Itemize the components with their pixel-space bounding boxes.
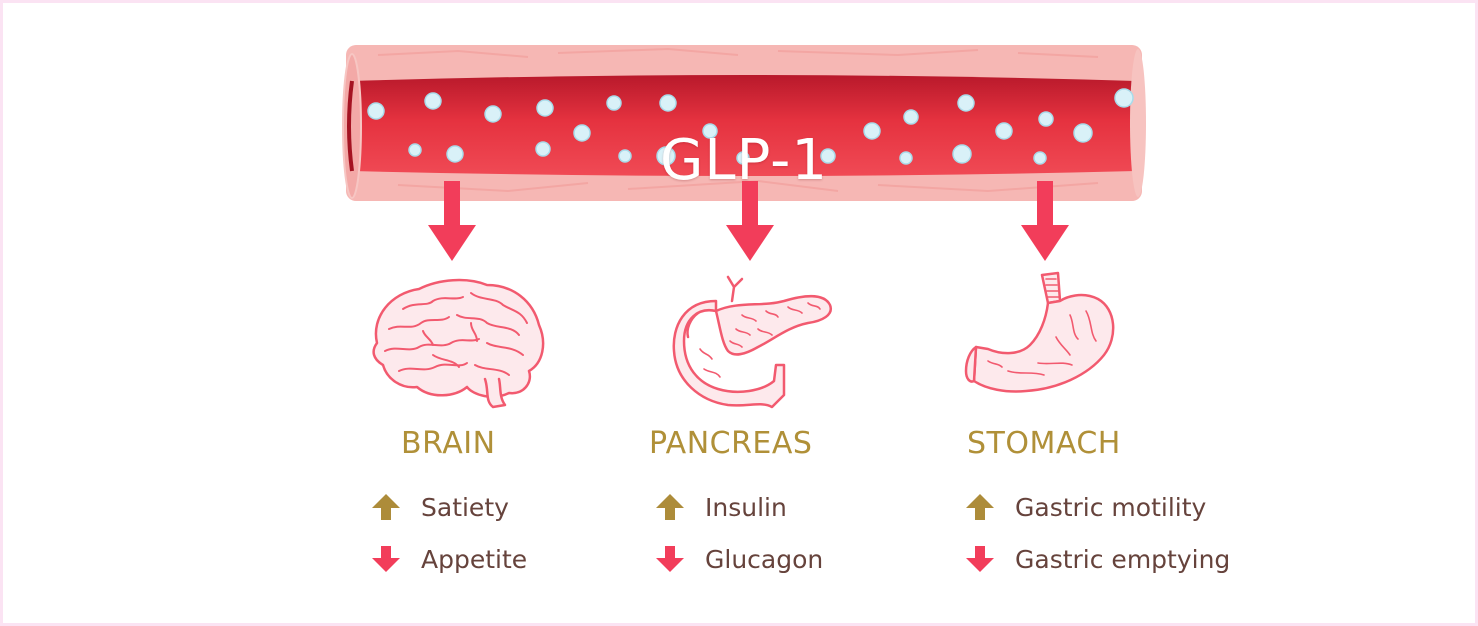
up-arrow-icon <box>966 494 994 520</box>
down-arrow-icon <box>656 546 684 572</box>
effect-label: Gastric motility <box>1015 492 1207 522</box>
organ-name-pancreas: PANCREAS <box>649 426 813 461</box>
up-arrow-icon <box>656 494 684 520</box>
blood-vessel: GLP-1 <box>338 41 1150 206</box>
effect-label: Gastric emptying <box>1015 544 1231 574</box>
vessel-left-opening <box>342 53 362 199</box>
organ-name-brain: BRAIN <box>401 426 496 461</box>
organ-name-stomach: STOMACH <box>967 426 1121 461</box>
effect-row-insulin: Insulin <box>655 489 787 525</box>
effect-label: Glucagon <box>705 544 824 574</box>
brain-icon <box>372 278 545 409</box>
down-arrow-icon <box>966 546 994 572</box>
pancreas-icon <box>672 275 833 409</box>
arrow-to-brain-icon <box>428 181 476 261</box>
stomach-icon <box>964 271 1115 393</box>
effect-row-gastric-motility: Gastric motility <box>965 489 1206 525</box>
vessel-right-cap <box>1130 49 1146 197</box>
arrow-to-stomach-icon <box>1021 181 1069 261</box>
effect-row-appetite: Appetite <box>371 541 527 577</box>
effect-row-gastric-emptying: Gastric emptying <box>965 541 1230 577</box>
up-arrow-icon <box>372 494 400 520</box>
effect-label: Insulin <box>705 492 787 522</box>
effect-row-satiety: Satiety <box>371 489 509 525</box>
blood-vessel-icon <box>342 45 1146 201</box>
effect-row-glucagon: Glucagon <box>655 541 823 577</box>
glp1-particles <box>367 88 1134 166</box>
down-arrow-icon <box>372 546 400 572</box>
vessel-wall-texture <box>377 47 1099 193</box>
effect-label: Appetite <box>421 544 528 574</box>
effect-label: Satiety <box>421 492 509 522</box>
arrow-to-pancreas-icon <box>726 181 774 261</box>
